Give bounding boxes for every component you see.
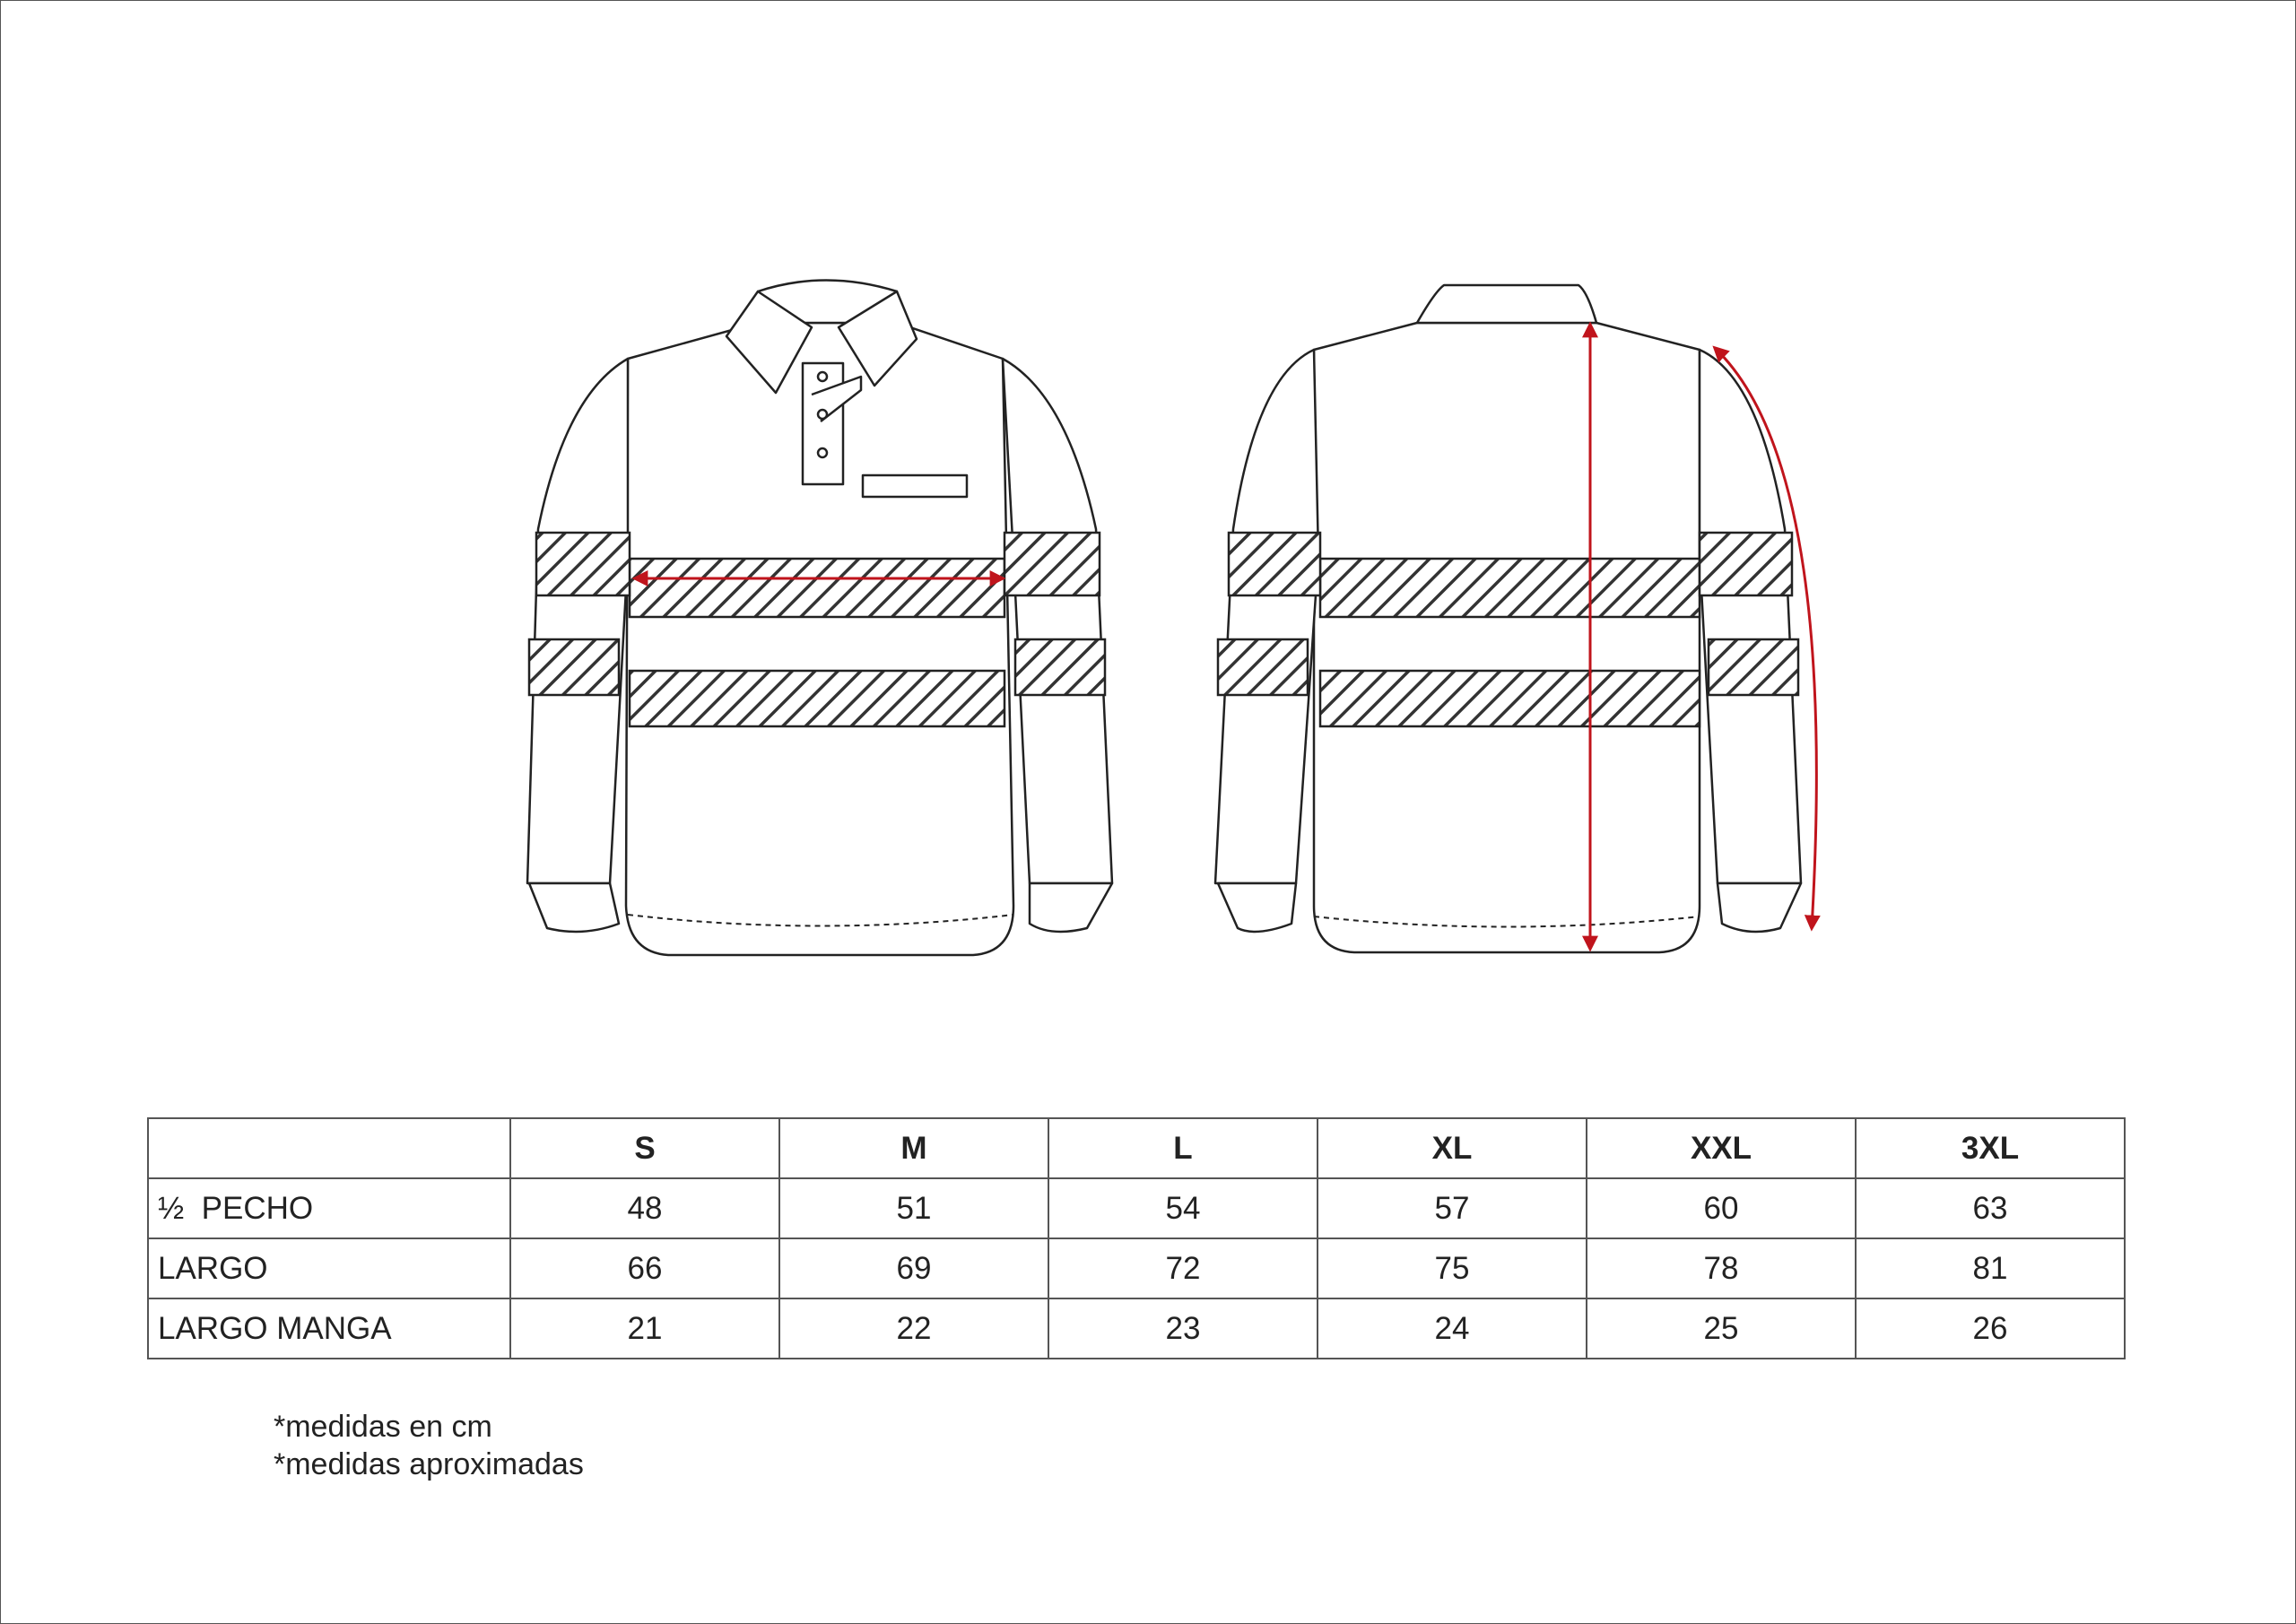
back-left-cuff: [1216, 881, 1298, 934]
back-collar: [1415, 283, 1598, 325]
back-body-outline: [1312, 321, 1701, 954]
front-collar-left: [725, 290, 813, 395]
table-cell: 66: [509, 1238, 780, 1299]
back-right-sleeve-band-lower: [1707, 638, 1800, 697]
front-band-lower: [628, 669, 1006, 728]
table-cell: 75: [1317, 1238, 1587, 1299]
table-cell: 26: [1855, 1298, 2126, 1359]
front-left-sleeve: [526, 357, 630, 885]
front-right-sleeve-band-upper: [1003, 531, 1101, 597]
table-cell: 60: [1586, 1177, 1857, 1239]
front-band-upper: [628, 557, 1006, 619]
table-cell: 23: [1048, 1298, 1318, 1359]
back-left-sleeve: [1213, 348, 1320, 885]
table-row: LARGO MANGA 21 22 23 24 25 26: [147, 1298, 2126, 1359]
front-right-sleeve: [1001, 357, 1114, 885]
table-cell: 57: [1317, 1177, 1587, 1239]
table-cell: 69: [778, 1238, 1049, 1299]
front-button-3: [816, 447, 829, 459]
back-band-upper: [1318, 557, 1701, 619]
front-button-2: [816, 408, 829, 421]
note-units: *medidas en cm: [274, 1410, 492, 1444]
front-hem-stitch: [627, 914, 1014, 927]
back-band-lower: [1318, 669, 1701, 728]
front-left-sleeve-band-lower: [527, 638, 621, 697]
measurement-notes: *medidas en cm *medidas aproximadas: [274, 1408, 584, 1483]
front-placket: [801, 361, 845, 486]
front-left-sleeve-band-upper: [535, 531, 631, 597]
front-reflective-bands: [527, 531, 1107, 728]
front-button-1: [816, 370, 829, 383]
table-cell: 48: [509, 1177, 780, 1239]
front-chest-pocket: [861, 473, 969, 499]
size-header-s: S: [509, 1117, 780, 1179]
back-left-sleeve-band-lower: [1216, 638, 1309, 697]
table-cell: 24: [1317, 1298, 1587, 1359]
size-header-xl: XL: [1317, 1117, 1587, 1179]
back-hem-stitch: [1313, 916, 1700, 928]
front-view: [526, 279, 1114, 957]
table-cell: 25: [1586, 1298, 1857, 1359]
row-label-length: LARGO: [147, 1238, 511, 1299]
front-right-sleeve-band-lower: [1013, 638, 1107, 697]
back-view: [1213, 283, 1803, 954]
table-row: LARGO 66 69 72 75 78 81: [147, 1238, 2126, 1299]
table-cell: 78: [1586, 1238, 1857, 1299]
table-cell: 21: [509, 1298, 780, 1359]
row-label-half-chest: ½ PECHO: [147, 1177, 511, 1239]
table-cell: 54: [1048, 1177, 1318, 1239]
size-header-l: L: [1048, 1117, 1318, 1179]
sleeve-measure-arrow: [1712, 345, 1821, 932]
size-header-xxl: XXL: [1586, 1117, 1857, 1179]
table-cell: 51: [778, 1177, 1049, 1239]
table-header-row: S M L XL XXL 3XL: [147, 1117, 2126, 1179]
garment-technical-drawing: [526, 279, 1821, 957]
size-chart-table: S M L XL XXL 3XL ½ PECHO 48 51 54 57 60 …: [147, 1117, 2126, 1359]
back-left-sleeve-band-upper: [1227, 531, 1322, 597]
table-cell: 72: [1048, 1238, 1318, 1299]
row-label-sleeve-length: LARGO MANGA: [147, 1298, 511, 1359]
back-right-sleeve: [1698, 348, 1803, 885]
back-right-sleeve-band-upper: [1698, 531, 1794, 597]
table-cell: 81: [1855, 1238, 2126, 1299]
table-cell: 22: [778, 1298, 1049, 1359]
table-cell: 63: [1855, 1177, 2126, 1239]
note-approximate: *medidas aproximadas: [274, 1447, 584, 1481]
size-header-m: M: [778, 1117, 1049, 1179]
back-right-cuff: [1716, 881, 1803, 934]
front-right-cuff: [1028, 881, 1114, 934]
size-header-3xl: 3XL: [1855, 1117, 2126, 1179]
table-row: ½ PECHO 48 51 54 57 60 63: [147, 1177, 2126, 1239]
front-collar-right: [837, 290, 918, 387]
front-left-cuff: [527, 881, 621, 934]
table-corner-cell: [147, 1117, 511, 1179]
